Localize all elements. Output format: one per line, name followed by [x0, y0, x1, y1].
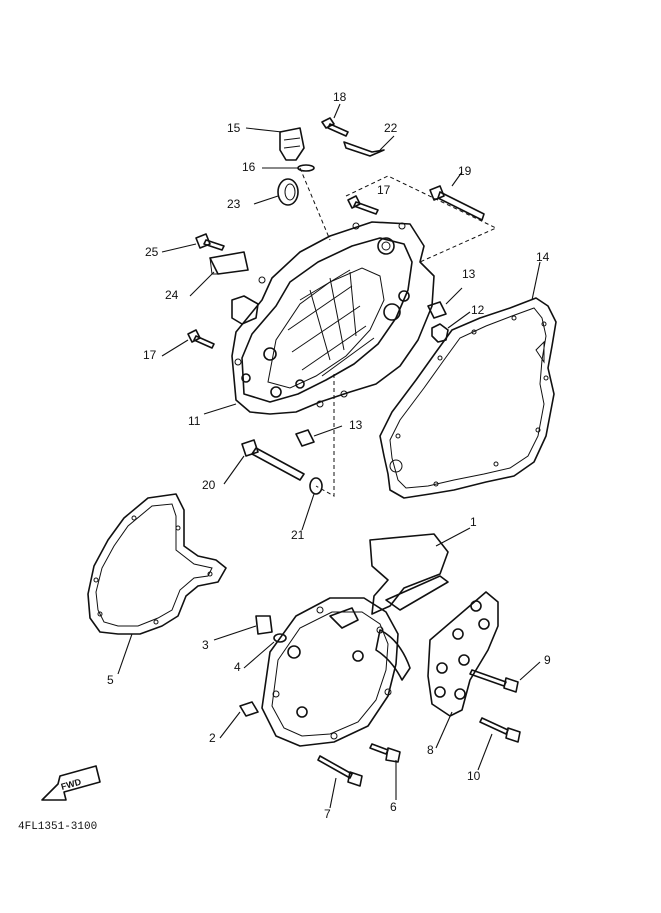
- crankcase-cover-part: [231, 221, 435, 415]
- callout-21: 21: [291, 528, 305, 542]
- callout-11: 11: [188, 414, 201, 428]
- callout-3: 3: [202, 638, 209, 652]
- callout-4: 4: [234, 660, 241, 674]
- callout-8: 8: [427, 743, 434, 757]
- callout-7: 7: [324, 807, 331, 821]
- leader-lines: [117, 103, 541, 809]
- fwd-arrow-icon: FWD: [41, 765, 101, 801]
- small-parts: [187, 117, 521, 787]
- callout-10: 10: [467, 769, 481, 783]
- callout-24: 24: [165, 288, 179, 302]
- callout-1: 1: [470, 515, 477, 529]
- callout-17-left: 17: [143, 348, 157, 362]
- callout-14: 14: [536, 250, 550, 264]
- callout-16: 16: [242, 160, 256, 174]
- callout-9: 9: [544, 653, 551, 667]
- drawing-code: 4FL1351-3100: [18, 821, 98, 833]
- gasket-14-part: [379, 297, 557, 499]
- callout-13-lower: 13: [349, 418, 363, 432]
- cover-assembly-part: [261, 533, 499, 747]
- callout-15: 15: [227, 121, 241, 135]
- callout-23: 23: [227, 197, 241, 211]
- callout-6: 6: [390, 800, 397, 814]
- callout-22: 22: [384, 121, 398, 135]
- callout-2: 2: [209, 731, 216, 745]
- callout-12: 12: [471, 303, 485, 317]
- gasket-5-part: [87, 493, 227, 635]
- callout-5: 5: [107, 673, 114, 687]
- callout-19: 19: [458, 164, 472, 178]
- callout-20: 20: [202, 478, 216, 492]
- callout-17-upper: 17: [377, 183, 391, 197]
- callout-18: 18: [333, 90, 347, 104]
- callout-13-upper: 13: [462, 267, 476, 281]
- callout-25: 25: [145, 245, 159, 259]
